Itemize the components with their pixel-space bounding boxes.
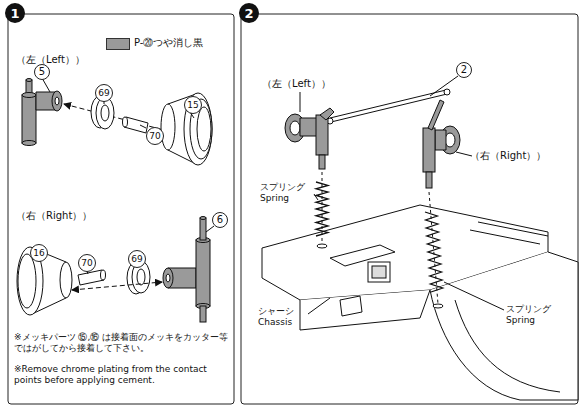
legend-text: P-⑳つや消し黒 [134,37,203,49]
step-number-text: 1 [10,6,19,21]
callout-number: 70 [78,254,96,272]
callout-number: 15 [184,96,202,114]
note-text: ※メッキパーツ ⑮,⑯ は接着面のメッキをカッター等ではがしてから接着して下さい… [14,332,230,354]
callout-number: 5 [34,64,50,80]
note-text: スプリング Spring [506,304,564,326]
note-text: スプリング Spring [260,182,316,204]
callout-number: 6 [212,212,228,228]
step-number: 2 [239,3,259,23]
step-number: 1 [5,3,25,23]
note-text: ※Remove chrome plating from the contact … [14,364,230,386]
callout-number: 69 [128,250,146,268]
side-label: （右（Right）） [16,210,92,222]
legend-swatch [106,38,130,50]
callout-number: 69 [95,84,113,102]
side-label: （左（Left）） [262,78,331,90]
note-text: シャーシ Chassis [258,306,310,328]
side-label: （右（Right）） [470,150,546,162]
step-number-text: 2 [244,6,253,21]
side-label: （左（Left）） [16,54,85,66]
callout-number: 2 [456,62,472,78]
callout-number: 70 [146,127,164,145]
callout-number: 16 [30,244,48,262]
